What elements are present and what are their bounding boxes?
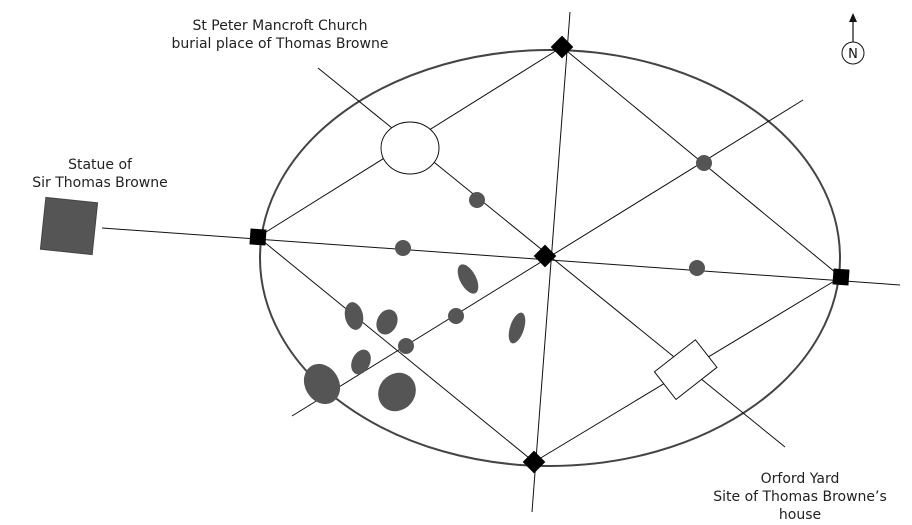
dot (469, 192, 485, 208)
church-ellipse (380, 121, 440, 175)
node-north (550, 35, 574, 59)
church-label-line2: burial place of Thomas Browne (171, 36, 389, 52)
compass-arrowhead-icon (849, 13, 857, 22)
oval (303, 363, 341, 405)
orford-label-line3: house (778, 507, 822, 523)
orford-yard-rect (653, 339, 718, 401)
statue-square (39, 196, 99, 256)
church-label: St Peter Mancroft Church burial place of… (150, 17, 410, 53)
oval (378, 372, 416, 412)
compass-label: N (848, 47, 858, 62)
node-west (249, 228, 267, 246)
edge-s-w (257, 236, 535, 463)
church-label-line1: St Peter Mancroft Church (192, 18, 368, 34)
dot (696, 155, 712, 171)
compass-circle (841, 41, 865, 65)
statue-label: Statue of Sir Thomas Browne (0, 156, 200, 192)
orford-label: Orford Yard Site of Thomas Browne’s hous… (700, 470, 900, 524)
dot (395, 240, 411, 256)
statue-label-line1: Statue of (68, 157, 132, 173)
orford-label-line2: Site of Thomas Browne’s (713, 489, 887, 505)
line-statue-east (101, 227, 901, 286)
node-south (522, 450, 546, 474)
oval (508, 312, 526, 344)
statue-label-line2: Sir Thomas Browne (32, 175, 168, 191)
orford-label-line1: Orford Yard (760, 471, 840, 487)
oval (457, 264, 479, 294)
oval (344, 302, 364, 330)
oval (376, 309, 398, 335)
dot (689, 260, 705, 276)
outer-ellipse (259, 49, 841, 467)
node-east (832, 268, 850, 286)
compass: N (841, 13, 865, 65)
dot (448, 308, 464, 324)
line-north-south (531, 11, 571, 513)
oval (351, 349, 371, 375)
dot (398, 338, 414, 354)
